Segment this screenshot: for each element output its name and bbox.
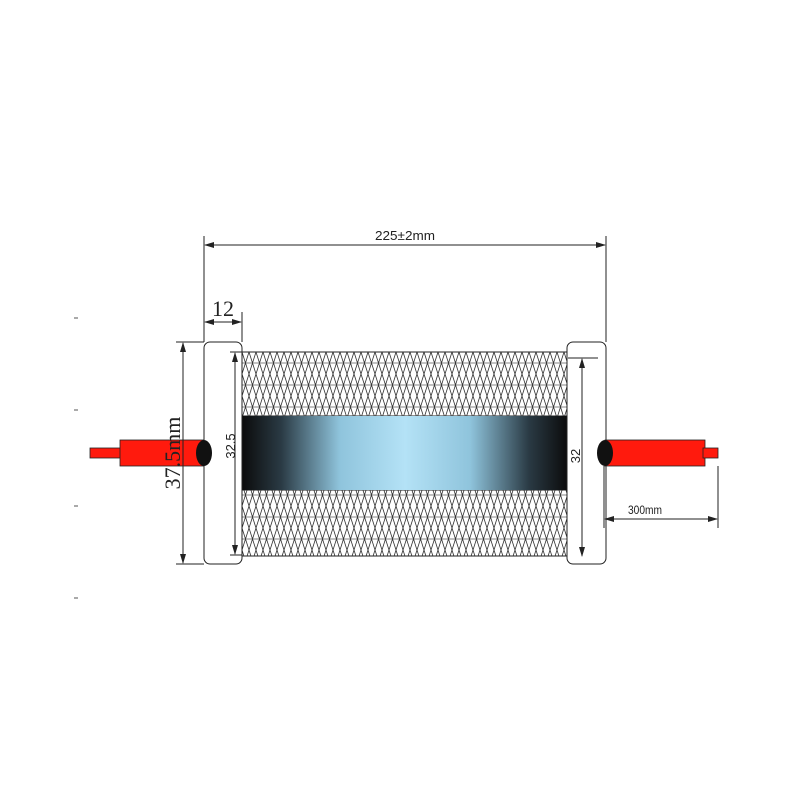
left-wire: [89, 439, 212, 467]
heating-band: [242, 416, 568, 490]
mesh-bottom: [241, 489, 569, 557]
right-wire: [597, 439, 719, 467]
margin-ticks: [74, 317, 78, 599]
body-height-right-label: 32: [568, 449, 583, 463]
mesh-top: [241, 351, 569, 417]
left-wire-end: [196, 440, 212, 466]
body-height-left-label: 32.5: [223, 433, 238, 458]
cap-width-label: 12: [212, 296, 234, 321]
overall-length-label: 225±2mm: [375, 228, 435, 243]
right-wire-end: [597, 440, 613, 466]
wire-length-label: 300mm: [628, 503, 662, 517]
cap-height-label: 37.5mm: [160, 417, 185, 490]
